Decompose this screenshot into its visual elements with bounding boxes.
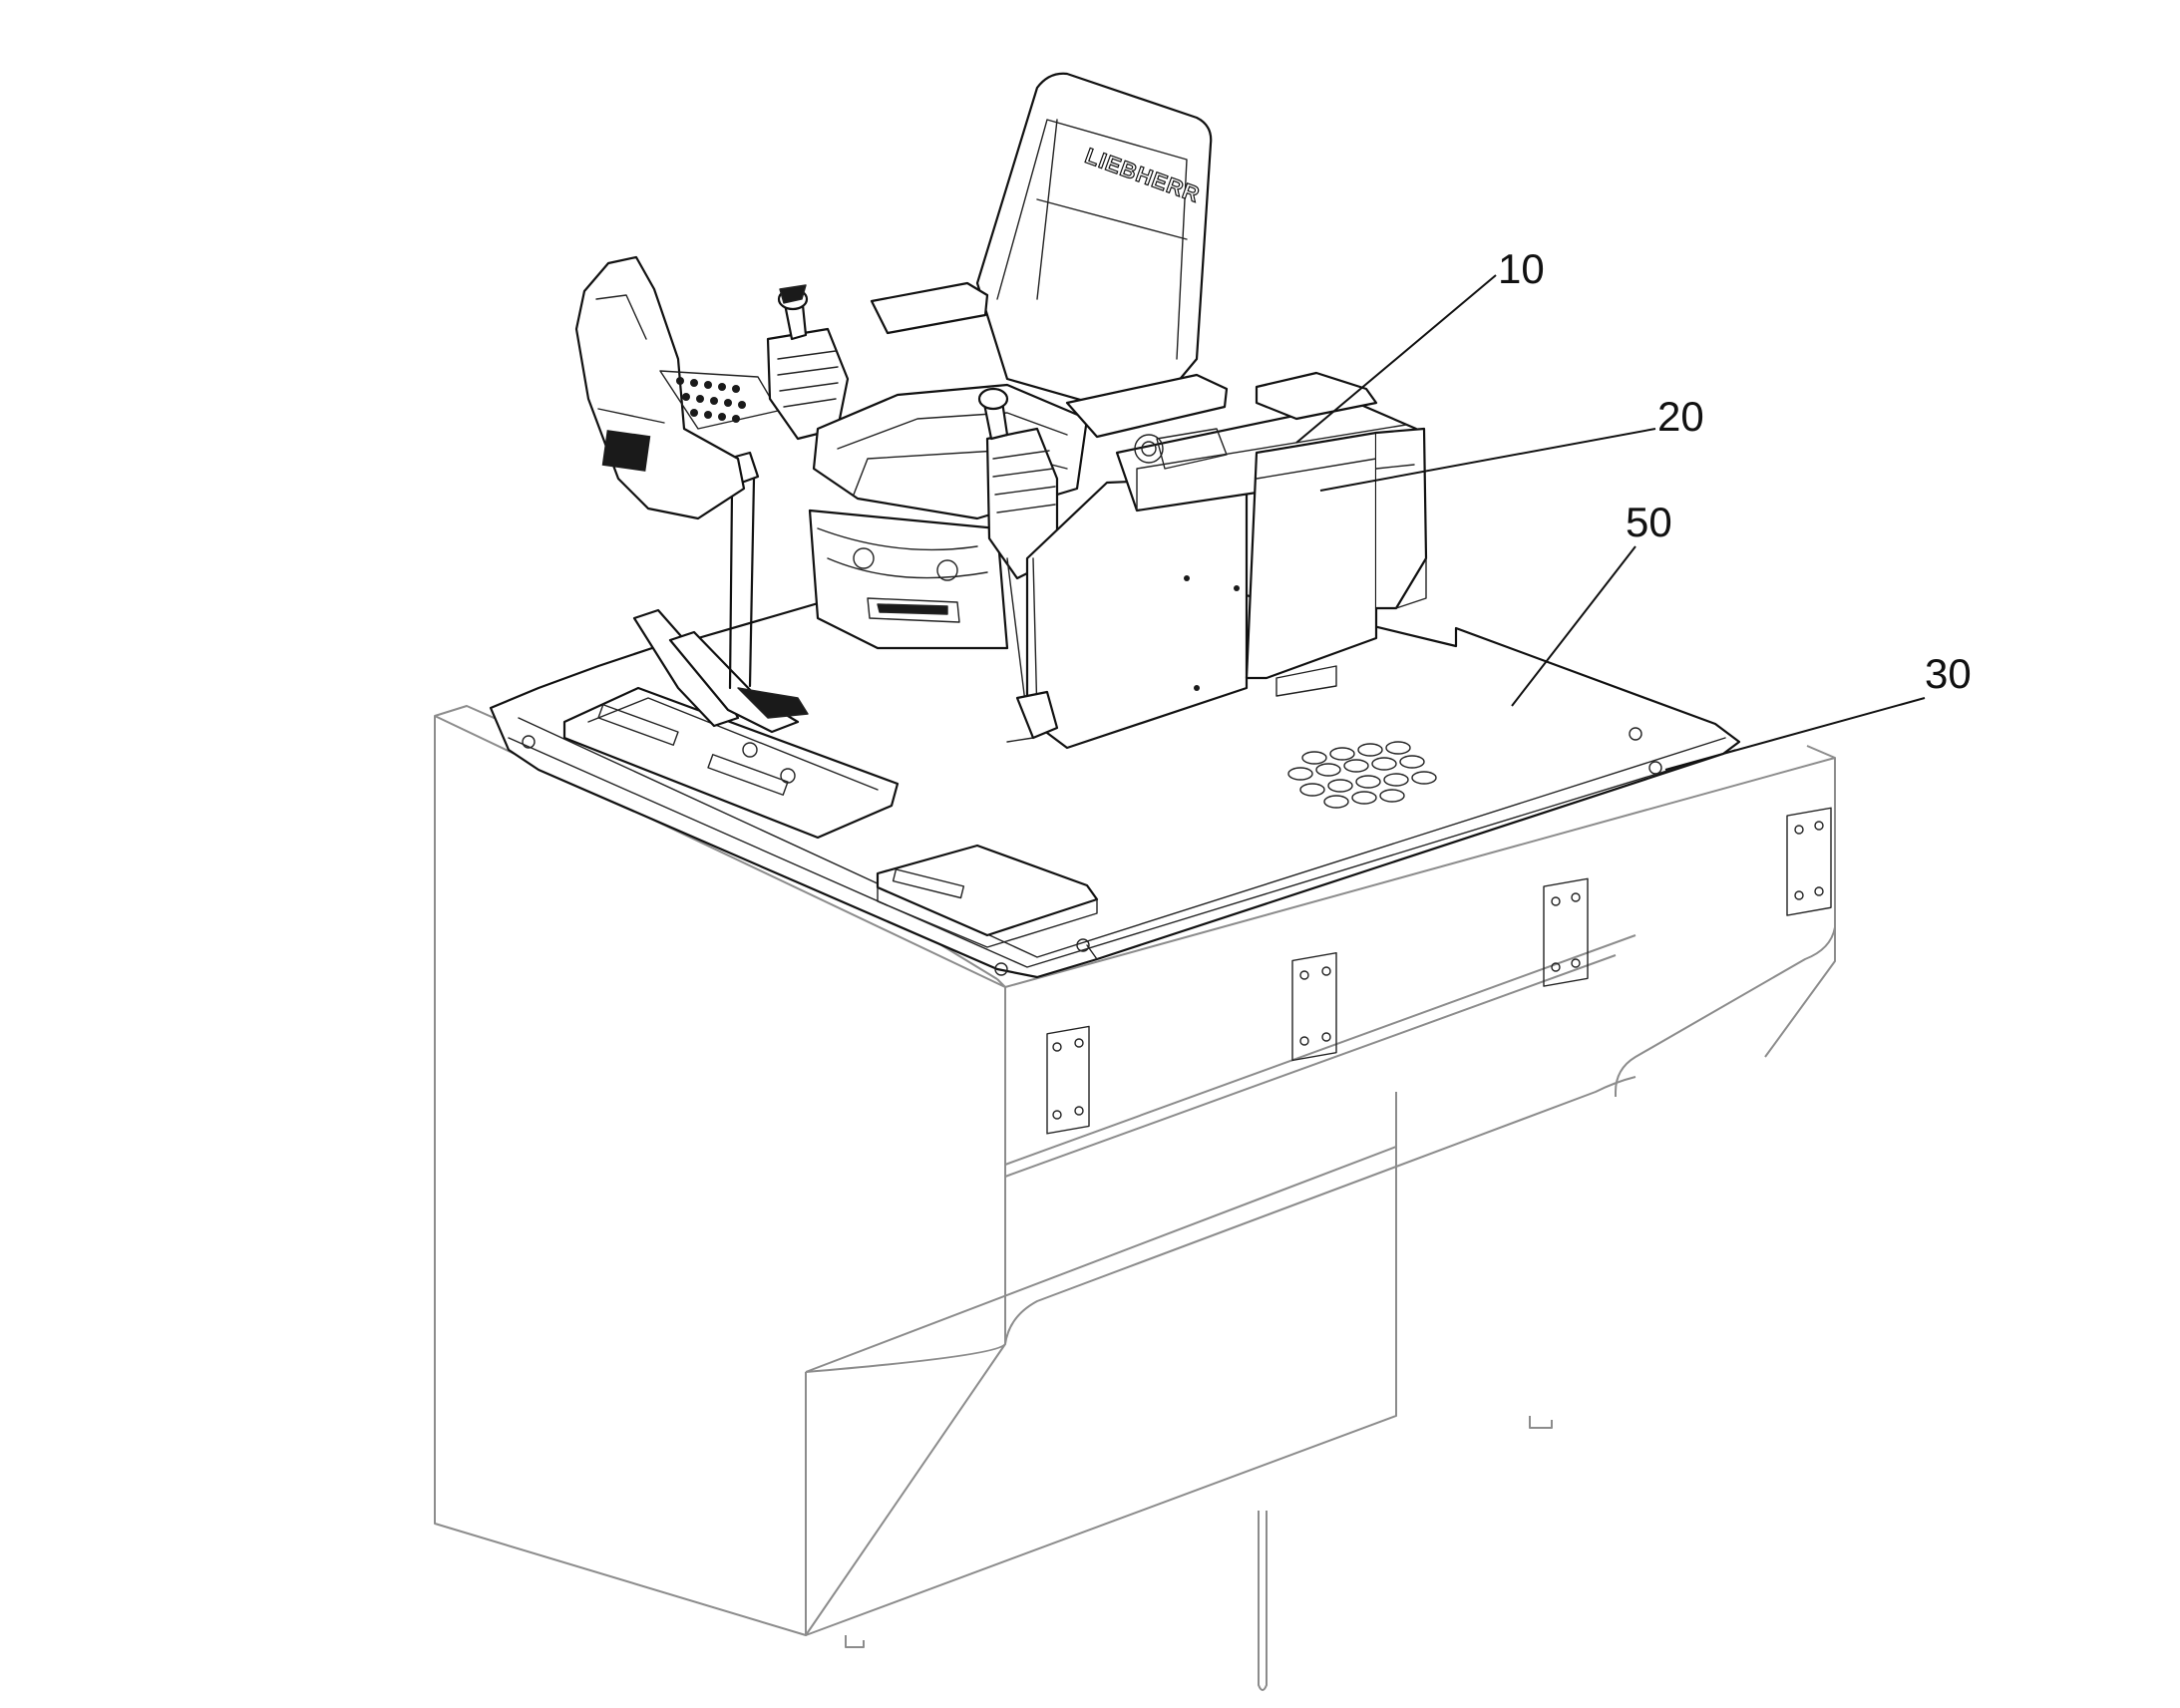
base-cabinet [434,705,1836,1691]
mounting-pads [1046,807,1832,1135]
ref-label-20: 20 [1657,393,1704,440]
reference-annotations: 10 20 50 30 [1295,245,1972,771]
mounting-pad [1291,952,1337,1062]
foot-rest [876,844,1099,948]
leader-line-20 [1319,428,1656,492]
left-control-console [574,255,850,520]
ref-label-30: 30 [1925,650,1972,697]
platform-plate [489,540,1741,979]
keypad-buttons [676,377,746,423]
mounting-pad [1046,1025,1090,1135]
leader-line-10 [1295,274,1497,444]
ref-label-10: 10 [1498,245,1545,292]
operator-seat: LIEBHERR [808,72,1229,650]
ref-label-50: 50 [1626,499,1672,545]
foot-pedal-assembly [562,608,900,840]
mounting-pad [1786,807,1832,916]
leader-line-30 [1664,697,1926,771]
leader-line-50 [1511,545,1636,707]
right-control-console [977,371,1428,750]
mounting-pad [1543,877,1589,987]
vent-perforations [1287,741,1437,809]
